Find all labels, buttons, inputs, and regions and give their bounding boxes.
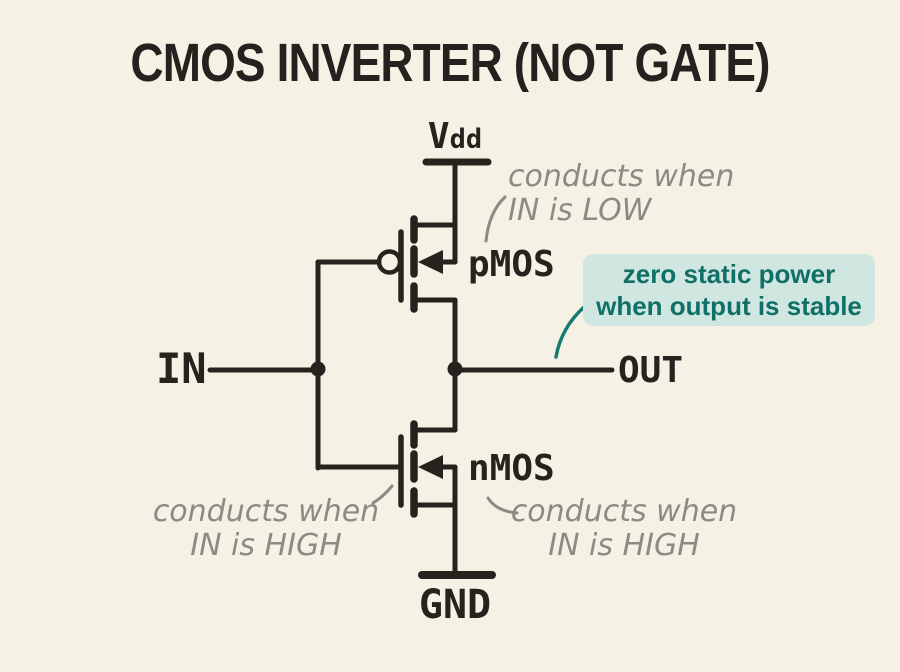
nmos-note-right-leader-line (486, 496, 519, 515)
pmos-annotation: conducts when IN is LOW (508, 160, 734, 228)
nmos-note-left-leader-line (371, 484, 394, 505)
nmos-body-arrow-icon (418, 455, 443, 479)
vdd-label-main: V (427, 116, 450, 157)
nmos-annotation-right: conducts when IN is HIGH (498, 495, 750, 563)
page-title: CMOS INVERTER (NOT GATE) (130, 33, 770, 93)
vdd-label: Vdd (405, 116, 505, 157)
nmos-annotation-right-line1: conducts when (510, 494, 738, 529)
callout-line2: when output is stable (596, 291, 862, 321)
callout-line1: zero static power (622, 259, 836, 289)
nmos-annotation-right-line2: IN is HIGH (548, 528, 700, 563)
pmos-gate-bubble-icon (376, 249, 403, 275)
pmos-annotation-line1: conducts when (508, 159, 735, 194)
input-junction-dot (310, 361, 326, 377)
nmos-annotation-left-line1: conducts when (152, 494, 380, 529)
nmos-annotation-left: conducts when IN is HIGH (140, 495, 392, 563)
vdd-label-subscript: dd (449, 124, 483, 155)
pmos-body-arrow-icon (418, 250, 443, 274)
ground-symbol (418, 464, 496, 579)
nmos-annotation-left-line2: IN is HIGH (190, 528, 342, 563)
input-net (207, 259, 326, 471)
in-label: IN (156, 344, 207, 393)
zero-static-power-callout: zero static power when output is stable (583, 254, 875, 326)
gnd-label: GND (418, 582, 492, 628)
output-net (447, 297, 615, 433)
pmos-symbol (315, 215, 458, 313)
output-junction-dot (447, 361, 463, 377)
pmos-annotation-line2: IN is LOW (508, 193, 652, 228)
nmos-label: nMOS (468, 448, 555, 489)
pmos-note-leader-line (484, 195, 507, 243)
out-label: OUT (618, 350, 684, 391)
callout-connector-line (554, 305, 586, 359)
pmos-label: pMOS (468, 244, 555, 285)
vdd-rail (422, 158, 492, 265)
